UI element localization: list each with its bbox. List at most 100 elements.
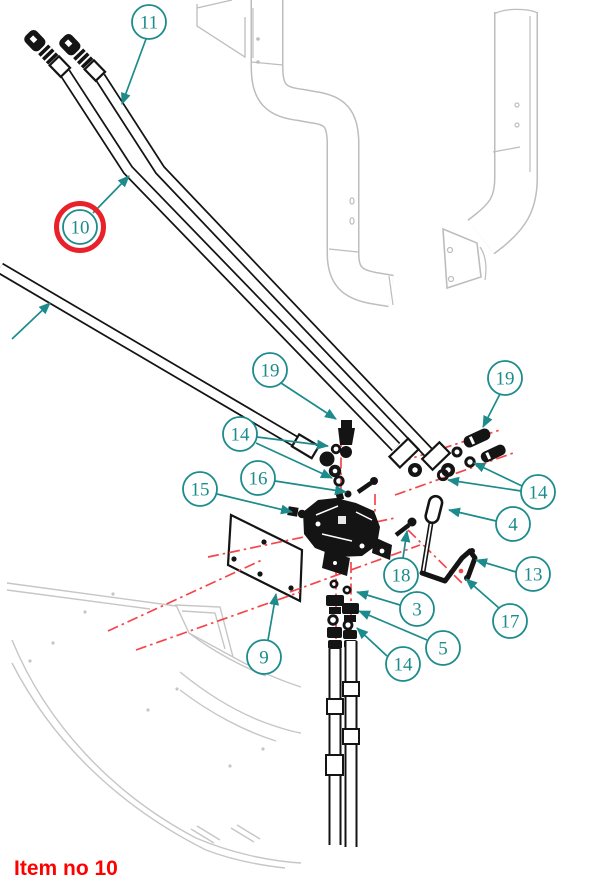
fender-top-edge-2 [6,589,151,610]
frame-tube-left-details [250,8,394,306]
hose-10-ferrule [387,437,421,469]
callout-circle [240,460,276,496]
callout-circle [222,416,258,452]
rod-end-ball [469,548,475,554]
hose-10-eye-hole [412,467,418,473]
callout-number: 3 [412,600,422,621]
plate-holes [231,539,294,591]
fender-contour-1 [179,671,302,734]
hose-lower-ferrule [290,432,321,460]
frame-hole [514,122,520,128]
callout-4: 4 [448,506,531,542]
leader-line [356,590,401,606]
callout-circle [515,556,551,592]
hose-nut [327,627,342,638]
footer-item-label: Item no 10 [14,857,118,880]
hose-band [326,698,344,715]
callout-19-left: 19 [252,352,337,420]
callout-5: 5 [358,610,461,666]
callout-circle [246,639,282,675]
callout-13: 13 [475,556,551,592]
frame-slot [349,217,355,225]
banjo-bolt [463,428,491,448]
leader-line [465,578,500,609]
washer-3 [329,579,339,589]
fender-rivets [28,592,265,768]
callout-circle [182,471,218,507]
sealing-washers [436,446,476,482]
callout-circle [495,506,531,542]
fitting-19-ball [340,446,352,458]
adapter-5 [326,595,344,606]
callout-14-right: 14 [447,462,556,510]
hydraulic-hoses [0,30,455,478]
leader-line [448,507,497,522]
leader-line [356,627,388,657]
callout-number: 17 [501,612,520,633]
hose-band [342,728,360,745]
hose-10-top-fitting [24,30,72,79]
frame-panel [196,0,246,59]
bolt-18-shaft [394,523,411,537]
washer-3 [342,585,352,595]
callout-10: 10 [54,175,130,253]
callout-number: 9 [259,648,269,669]
washer-14 [342,619,354,631]
leader-line [358,610,428,641]
fender-arch-outer [11,639,302,864]
frame-plate-hole [446,246,454,254]
banjo-bolt [480,444,506,463]
adapter-5 [329,607,341,614]
frame-tube-left-core [252,0,394,306]
callout-number: 5 [438,639,448,660]
fender-handle-inner [181,610,226,650]
leader-line [92,175,130,214]
callout-number: 14 [529,483,549,504]
callout-circle [520,474,556,510]
fender-arch-inner [11,662,286,869]
valve-detail-dot [359,543,365,549]
hose-band [325,754,344,776]
hose-11-ferrule [420,440,452,472]
callout-17: 17 [465,578,528,639]
callout-15: 15 [182,471,293,515]
fender-top-edge [6,582,177,607]
control-lever [420,494,444,573]
valve-port-face [338,516,346,524]
valve-right-boss [372,537,392,560]
fender [6,582,302,869]
callout-16: 16 [240,460,347,496]
rod-13 [419,548,473,584]
lower-fitting-stack [325,579,360,847]
hose-cap [328,640,342,649]
linkage-rod [419,548,478,584]
callout-circle [425,630,461,666]
callout-number: 14 [231,425,251,446]
valve-boss-port [379,548,385,554]
leader-line [473,462,523,487]
callout-number: 14 [394,655,414,676]
lever-shaft-core [422,522,432,573]
callout-number: 11 [140,13,158,34]
callout-number: 19 [496,369,515,390]
leader-line [280,382,337,420]
hose-band [342,681,360,697]
callout-circle [383,557,419,593]
banjo-bolts-washers [436,428,506,482]
valve-bracket-hole [333,561,337,565]
leader-line [447,476,522,492]
fender-contour-2 [179,689,277,742]
callout-number: 10 [71,218,90,239]
callout-number: 4 [508,515,518,536]
callout-circle [131,4,167,40]
hose-lower-eye-hole [332,468,338,474]
callout-number: 16 [249,469,268,490]
callout-9: 9 [246,593,282,675]
washer-14 [327,614,339,626]
valve-detail-dot [315,521,321,527]
leader-line [216,493,293,515]
assembly-centerlines [107,429,517,659]
leader-line [482,393,501,428]
fitting-19-body [338,428,355,445]
plate-face [226,513,304,603]
